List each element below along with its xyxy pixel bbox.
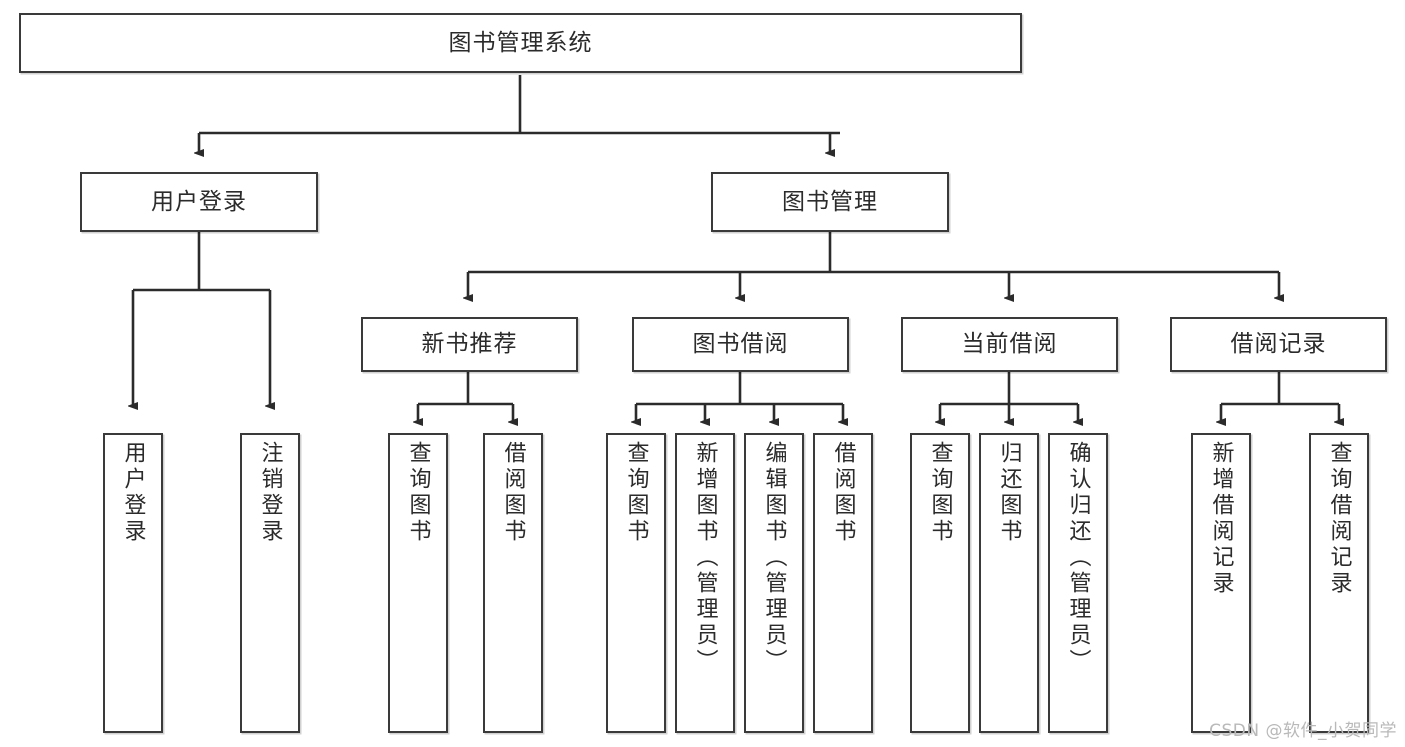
node-label: 图书管理: [782, 188, 878, 215]
node-label: 用户登录: [120, 441, 146, 545]
node-leaf-user-login[interactable]: 用户登录: [103, 433, 163, 733]
node-label: 新书推荐: [421, 331, 518, 358]
node-leaf-query-book-borrow[interactable]: 查询图书: [606, 433, 666, 733]
node-label: 图书管理系统: [448, 29, 593, 56]
node-book-management-system[interactable]: 图书管理系统: [19, 13, 1022, 73]
node-label: 查询图书: [623, 441, 649, 545]
node-leaf-return-book[interactable]: 归还图书: [979, 433, 1039, 733]
node-new-book-recommend[interactable]: 新书推荐: [361, 317, 578, 372]
node-leaf-query-borrow-record[interactable]: 查询借阅记录: [1309, 433, 1369, 733]
node-label: 当前借阅: [961, 331, 1058, 358]
node-label: 借阅图书: [830, 441, 856, 545]
node-borrow-record[interactable]: 借阅记录: [1170, 317, 1387, 372]
node-leaf-add-borrow-record[interactable]: 新增借阅记录: [1191, 433, 1251, 733]
node-leaf-query-book-recommend[interactable]: 查询图书: [388, 433, 448, 733]
node-label: 注销登录: [257, 441, 283, 545]
node-leaf-add-book-admin[interactable]: 新增图书（管理员）: [675, 433, 735, 733]
node-leaf-edit-book-admin[interactable]: 编辑图书（管理员）: [744, 433, 804, 733]
node-label: 图书借阅: [692, 331, 789, 358]
node-book-management[interactable]: 图书管理: [711, 172, 949, 232]
node-leaf-confirm-return-admin[interactable]: 确认归还（管理员）: [1048, 433, 1108, 733]
node-current-borrow[interactable]: 当前借阅: [901, 317, 1118, 372]
node-leaf-query-book-current[interactable]: 查询图书: [910, 433, 970, 733]
node-label: 借阅图书: [500, 441, 526, 545]
node-label: 确认归还（管理员）: [1065, 441, 1091, 675]
node-leaf-logout[interactable]: 注销登录: [240, 433, 300, 733]
node-label: 借阅记录: [1230, 331, 1327, 358]
node-label: 查询借阅记录: [1326, 441, 1352, 597]
node-label: 新增借阅记录: [1208, 441, 1234, 597]
node-label: 新增图书（管理员）: [692, 441, 718, 675]
node-book-borrow[interactable]: 图书借阅: [632, 317, 849, 372]
node-label: 编辑图书（管理员）: [761, 441, 787, 675]
node-leaf-borrow-book[interactable]: 借阅图书: [813, 433, 873, 733]
node-label: 用户登录: [151, 188, 247, 215]
node-leaf-borrow-book-recommend[interactable]: 借阅图书: [483, 433, 543, 733]
node-label: 查询图书: [927, 441, 953, 545]
watermark: CSDN @软件_小贺同学: [1209, 721, 1397, 741]
node-label: 归还图书: [996, 441, 1022, 545]
node-user-login[interactable]: 用户登录: [80, 172, 318, 232]
node-label: 查询图书: [405, 441, 431, 545]
